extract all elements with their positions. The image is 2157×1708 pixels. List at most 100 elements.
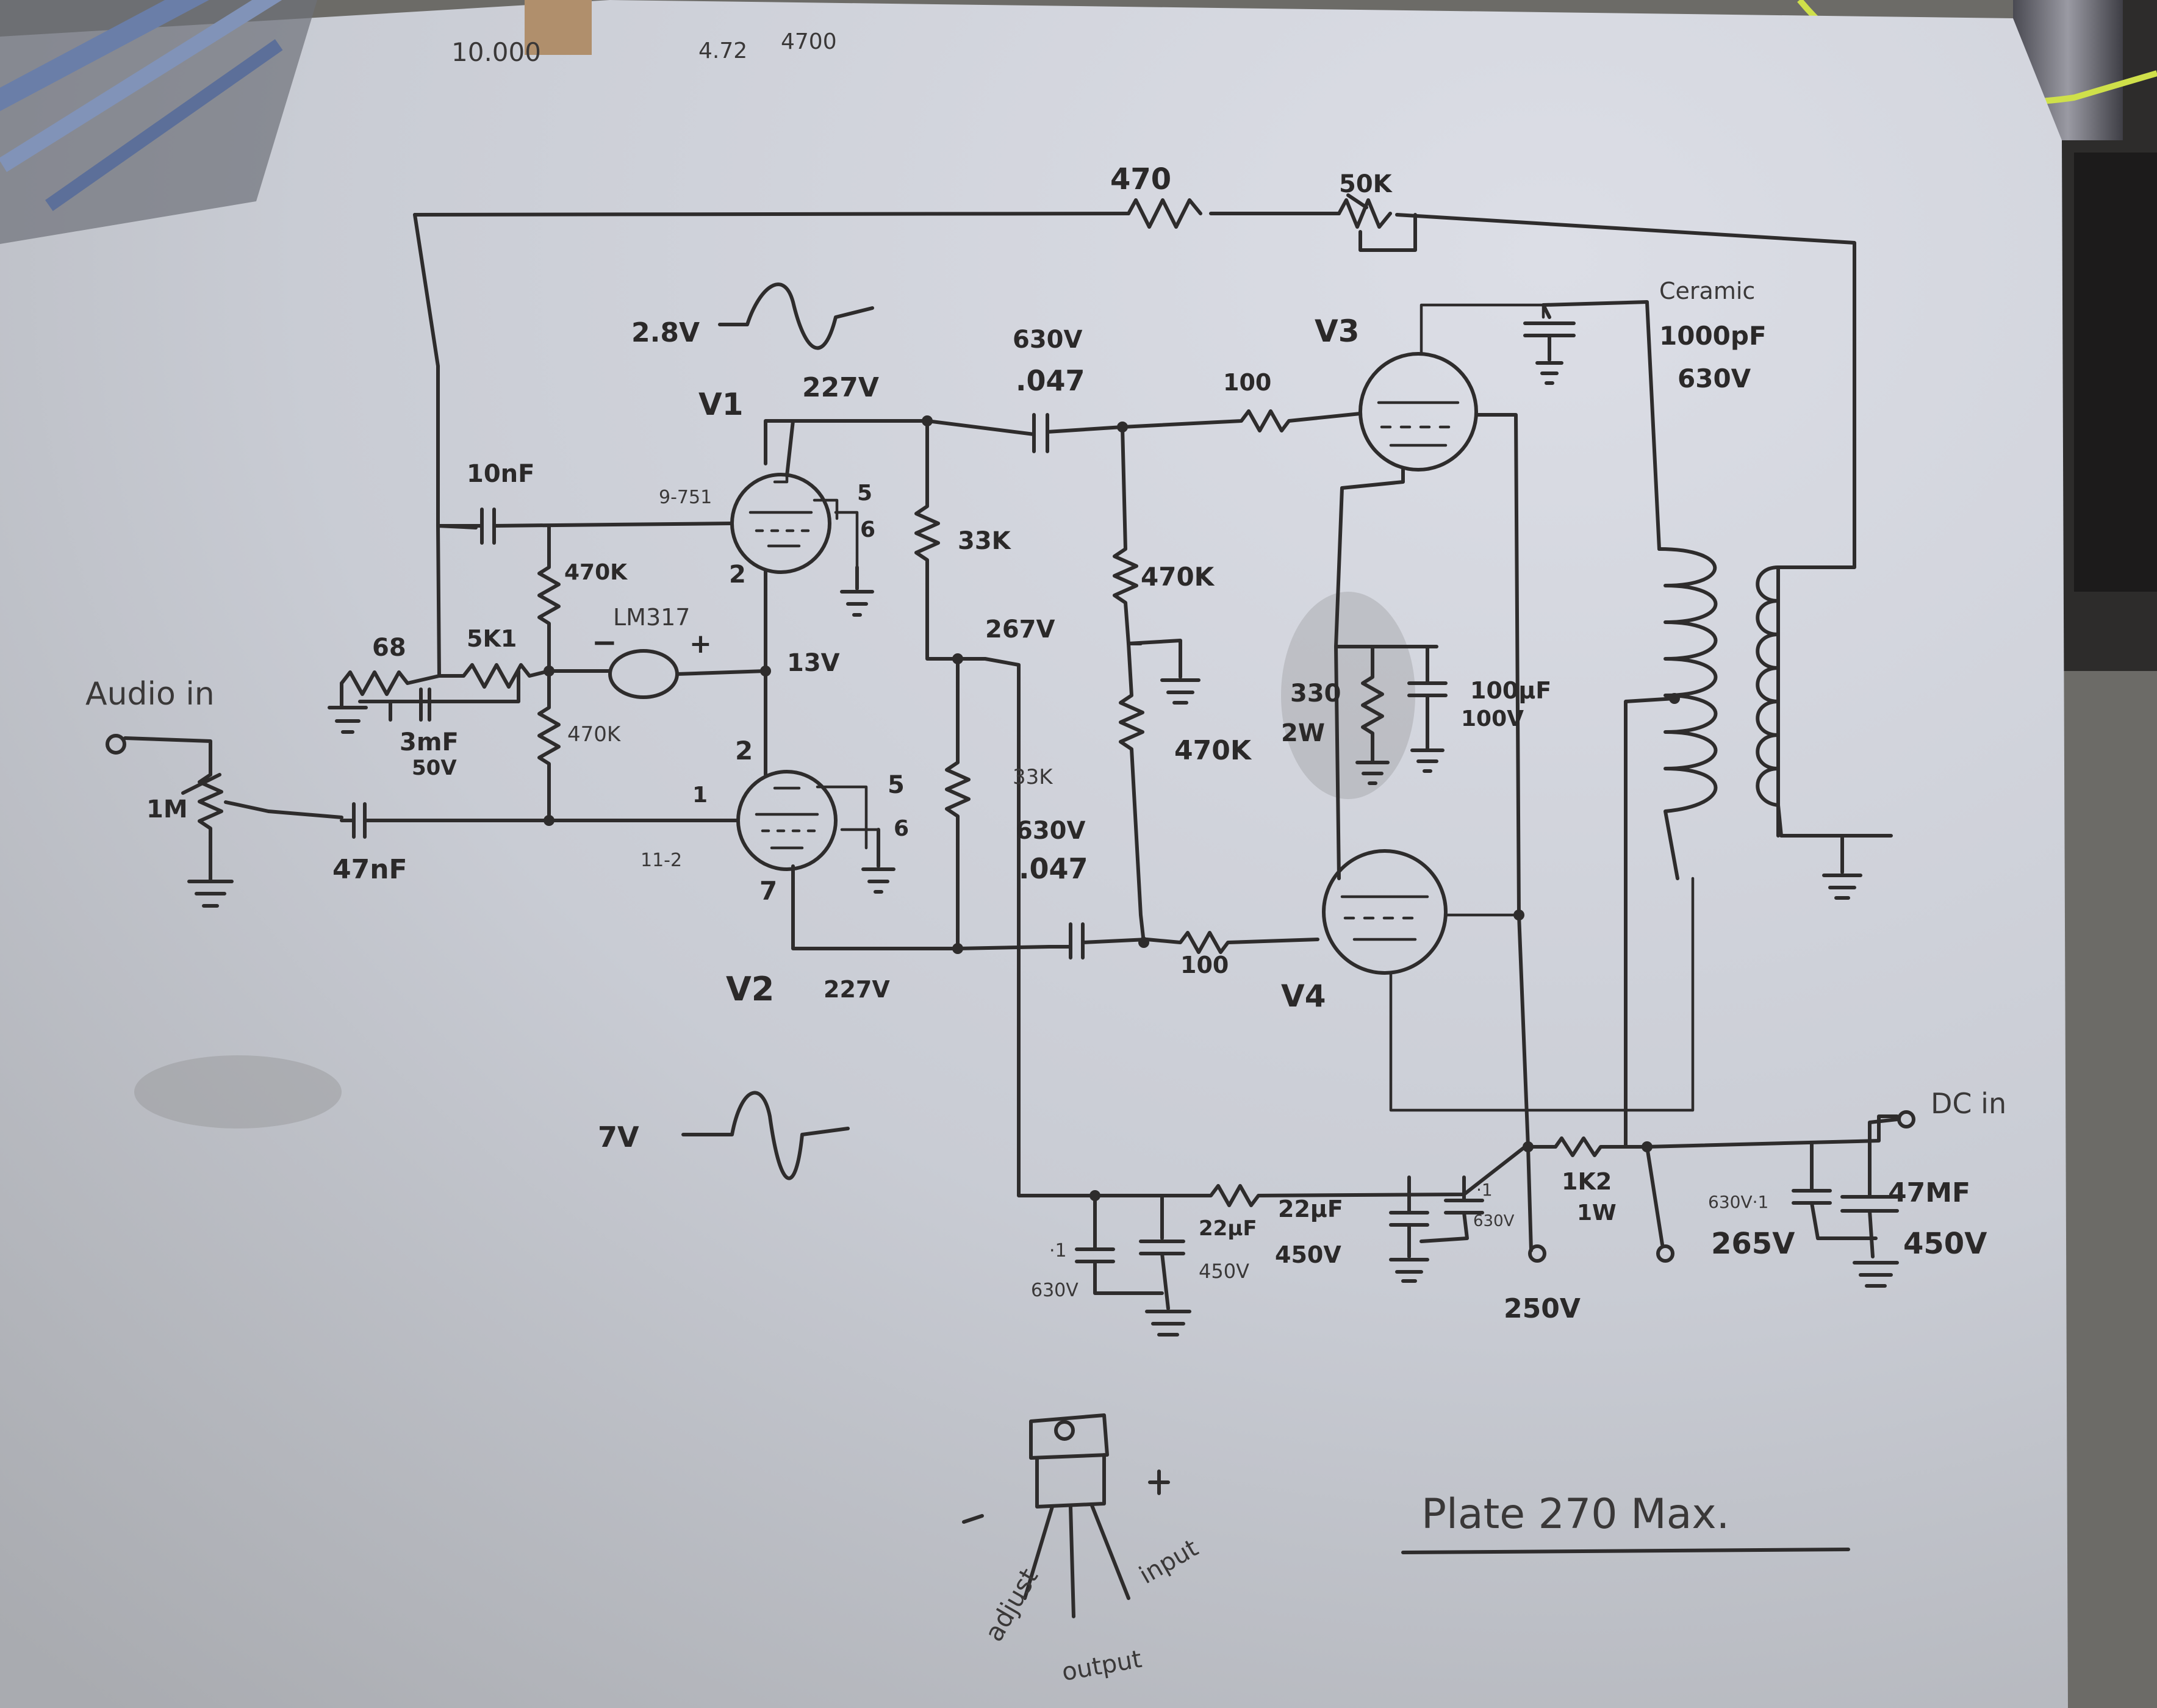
dark-bar [2074,152,2157,592]
label-cap-3mf-voltage: 50V [412,756,457,780]
main-cap-47mf [1840,1142,1899,1288]
wave-v2 [681,1091,850,1180]
pencil-2 [0,0,296,172]
label-ps-cap1-value: ·1 [1049,1240,1067,1261]
dc-in-terminal [1897,1110,1915,1128]
schematic [106,193,1915,1618]
to220-minus-sign [962,1514,984,1524]
to220-plus-sign [1148,1469,1170,1495]
label-ccb-value: .047 [1019,852,1088,885]
res-470k-upper [537,524,561,673]
node-v2-plate [952,943,963,954]
label-ps-cap5: 630V·1 [1708,1192,1768,1212]
res-33k-lower [945,657,971,950]
label-ps-cap2-value: 22µF [1199,1216,1257,1241]
label-ceramic-value: 1000pF [1659,321,1767,351]
top-note-1: 10.000 [451,37,541,67]
cap-coupling-bottom [1047,922,1149,960]
tube-v4 [1322,849,1448,975]
pencil-1 [0,0,267,119]
to220-leads [1023,1504,1130,1618]
node-ct [1669,693,1680,704]
gnd-transformer [1822,834,1862,900]
v3-v4-cathode-link [1334,645,1341,880]
gnd-cathode [1355,748,1445,785]
label-node-265v: 265V [1711,1227,1795,1261]
feedback-wire [413,212,1856,838]
res-100-top [1121,409,1362,432]
tube-v3-internals [1377,303,1545,447]
to220-hole [1054,1420,1075,1441]
label-ps-cap2-voltage: 450V [1199,1260,1249,1283]
label-audio-in: Audio in [85,676,215,712]
label-r470k-grid-lower: 470K [1174,735,1252,766]
label-pin-6-v2: 6 [894,816,909,841]
label-input-cap-2: 47nF [332,854,407,885]
label-grid-stopper-top: 100 [1223,369,1271,396]
input-pot-1m [181,773,343,868]
label-regulator: LM317 [613,604,691,631]
tube-v1 [730,473,831,574]
label-v2-plate: 227V [824,976,890,1003]
res-100-bottom [1145,931,1319,954]
output-transformer-primary [1657,547,1718,880]
wood-block [525,0,592,55]
to220-tab [1029,1413,1109,1460]
label-grid-stopper-bottom: 100 [1180,952,1229,978]
node-ps-1 [1523,1141,1534,1152]
feedback-resistor [1127,198,1202,229]
label-v4: V4 [1281,978,1326,1014]
label-r470k-grid-upper: 470K [1141,562,1215,592]
label-v1: V1 [698,387,744,422]
smudge-1 [134,1055,342,1128]
tube-v1-internals [748,474,859,569]
ps-cap-2 [1139,1194,1191,1337]
res-68 [340,670,441,696]
label-plate-note: Plate 270 Max. [1421,1490,1729,1538]
plate-note-underline [1401,1548,1850,1554]
label-cct-voltage: 630V [1013,326,1082,354]
ps-cap-1 [1075,1194,1164,1295]
res-5k1 [437,663,551,689]
tube-v4-internals [1340,877,1695,1112]
label-pin-2-v2: 2 [735,736,753,766]
cap-ceramic [1523,303,1576,385]
label-ps-cap3-voltage: 450V [1275,1241,1341,1268]
audio-in-jack [106,734,126,755]
label-r68: 68 [372,634,406,662]
label-node-267v: 267V [985,615,1055,644]
v2-plate-wire [791,864,1051,950]
label-feedback-resistor: 470 [1110,162,1171,196]
ceramic-to-transformer [1541,300,1661,551]
label-main-cap: 47MF [1888,1177,1970,1208]
label-cathode-cap: 100µF [1470,677,1551,704]
gnd-v2 [861,828,895,894]
output-transformer-secondary [1756,565,1893,838]
node-250v-terminal [1528,1244,1546,1263]
v1-plate-wire [764,419,929,478]
input-pot-ground [187,864,234,908]
label-v3: V3 [1315,314,1360,349]
res-33k-upper [914,419,960,661]
label-pin-9-751: 9-751 [659,487,712,508]
top-note-2: 4.72 [698,38,747,63]
label-pin-11-2: 11-2 [641,850,682,871]
tube-v2-internals [755,785,880,850]
label-pin-7-v2: 7 [759,876,777,906]
label-ps-cap4-voltage: 630V [1473,1212,1515,1230]
transformer-center-tap [1624,697,1676,1149]
wire-lm317-right [675,669,767,676]
res-470k-grid-lower [1119,642,1146,944]
cap-47nf [340,802,551,839]
top-note-3: 4700 [781,29,837,54]
node-265v-terminal [1656,1244,1674,1263]
b-plus-267 [956,657,1097,1197]
cap-coupling-top [925,413,1124,453]
label-heater: 13V [787,649,840,677]
ps-cap-5 [1792,1142,1878,1240]
label-pin-6-v1: 6 [860,517,875,542]
label-ceramic: Ceramic [1659,278,1755,304]
label-v1-wave: 2.8V [631,317,700,348]
cathode-rc-bus [1334,645,1448,764]
